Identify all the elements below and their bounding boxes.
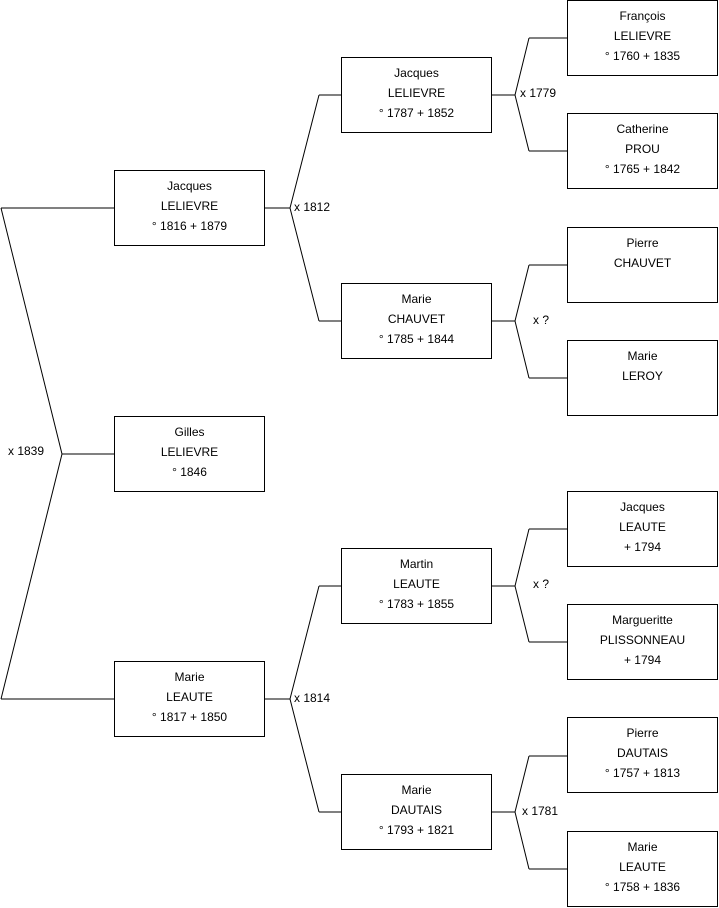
surname: LEAUTE — [393, 577, 440, 591]
surname: CHAUVET — [387, 312, 446, 326]
person-box-jacques-1787[interactable]: Jacques LELIEVRE ° 1787 + 1852 — [341, 57, 492, 133]
given-name: Marie — [627, 840, 658, 854]
person-box-margueritte[interactable]: Margueritte PLISSONNEAU + 1794 — [567, 604, 718, 680]
person-box-marie-chauvet[interactable]: Marie CHAUVET ° 1785 + 1844 — [341, 283, 492, 359]
surname: LELIEVRE — [387, 86, 446, 100]
person-box-marie-dautais[interactable]: Marie DAUTAIS ° 1793 + 1821 — [341, 774, 492, 850]
surname: LEROY — [622, 369, 663, 383]
given-name: Martin — [399, 557, 434, 571]
surname: PLISSONNEAU — [599, 633, 686, 647]
person-box-marie-leaute-1758[interactable]: Marie LEAUTE ° 1758 + 1836 — [567, 831, 718, 907]
connector-chauvet-parents — [514, 264, 530, 379]
person-box-martin-leaute[interactable]: Martin LEAUTE ° 1783 + 1855 — [341, 548, 492, 624]
life-dates: + 1794 — [623, 653, 662, 667]
marriage-label-1779: x 1779 — [520, 86, 557, 100]
surname: PROU — [625, 142, 660, 156]
marriage-label-leaute-plissonneau: x ? — [533, 577, 550, 591]
life-dates: + 1794 — [623, 540, 662, 554]
surname: DAUTAIS — [616, 746, 669, 760]
surname: LEAUTE — [619, 520, 666, 534]
person-box-marie-leaute-1817[interactable]: Marie LEAUTE ° 1817 + 1850 — [114, 661, 265, 737]
surname: LELIEVRE — [160, 445, 219, 459]
marriage-label-1839: x 1839 — [8, 444, 45, 458]
marriage-label-1814: x 1814 — [294, 691, 331, 705]
surname: LEAUTE — [166, 690, 213, 704]
surname: LELIEVRE — [160, 199, 219, 213]
person-box-francois[interactable]: François LELIEVRE ° 1760 + 1835 — [567, 0, 718, 76]
given-name: Marie — [401, 783, 432, 797]
given-name: Jacques — [167, 179, 212, 193]
surname: CHAUVET — [613, 256, 672, 270]
life-dates: ° 1817 + 1850 — [151, 710, 228, 724]
surname: LEAUTE — [619, 860, 666, 874]
life-dates: ° 1758 + 1836 — [604, 880, 681, 894]
life-dates: ° 1785 + 1844 — [378, 332, 455, 346]
given-name: Jacques — [620, 500, 665, 514]
life-dates: ° 1793 + 1821 — [378, 823, 455, 837]
given-name: François — [619, 9, 666, 23]
person-box-jacques-leaute[interactable]: Jacques LEAUTE + 1794 — [567, 491, 718, 567]
marriage-label-chauvet-leroy: x ? — [533, 313, 550, 327]
given-name: Marie — [627, 349, 658, 363]
given-name: Pierre — [626, 726, 659, 740]
surname: DAUTAIS — [390, 803, 443, 817]
given-name: Jacques — [394, 66, 439, 80]
person-box-pierre-chauvet[interactable]: Pierre CHAUVET — [567, 227, 718, 303]
person-box-pierre-dautais[interactable]: Pierre DAUTAIS ° 1757 + 1813 — [567, 717, 718, 793]
given-name: Pierre — [626, 236, 659, 250]
life-dates: ° 1787 + 1852 — [378, 106, 455, 120]
given-name: Gilles — [174, 425, 205, 439]
person-box-marie-leroy[interactable]: Marie LEROY — [567, 340, 718, 416]
connector-martin-parents — [514, 528, 530, 643]
person-box-gilles[interactable]: Gilles LELIEVRE ° 1846 — [114, 416, 265, 492]
marriage-label-1781: x 1781 — [522, 804, 559, 818]
life-dates: ° 1783 + 1855 — [378, 597, 455, 611]
surname: LELIEVRE — [613, 29, 672, 43]
life-dates: ° 1765 + 1842 — [604, 162, 681, 176]
life-dates: ° 1816 + 1879 — [151, 219, 228, 233]
life-dates: ° 1760 + 1835 — [604, 49, 681, 63]
person-box-catherine[interactable]: Catherine PROU ° 1765 + 1842 — [567, 113, 718, 189]
life-dates: ° 1846 — [172, 465, 207, 479]
given-name: Marie — [174, 670, 205, 684]
person-box-jacques-1816[interactable]: Jacques LELIEVRE ° 1816 + 1879 — [114, 170, 265, 246]
given-name: Catherine — [616, 122, 669, 136]
marriage-label-1812: x 1812 — [294, 200, 331, 214]
life-dates: ° 1757 + 1813 — [604, 766, 681, 780]
given-name: Marie — [401, 292, 432, 306]
given-name: Margueritte — [612, 613, 673, 627]
